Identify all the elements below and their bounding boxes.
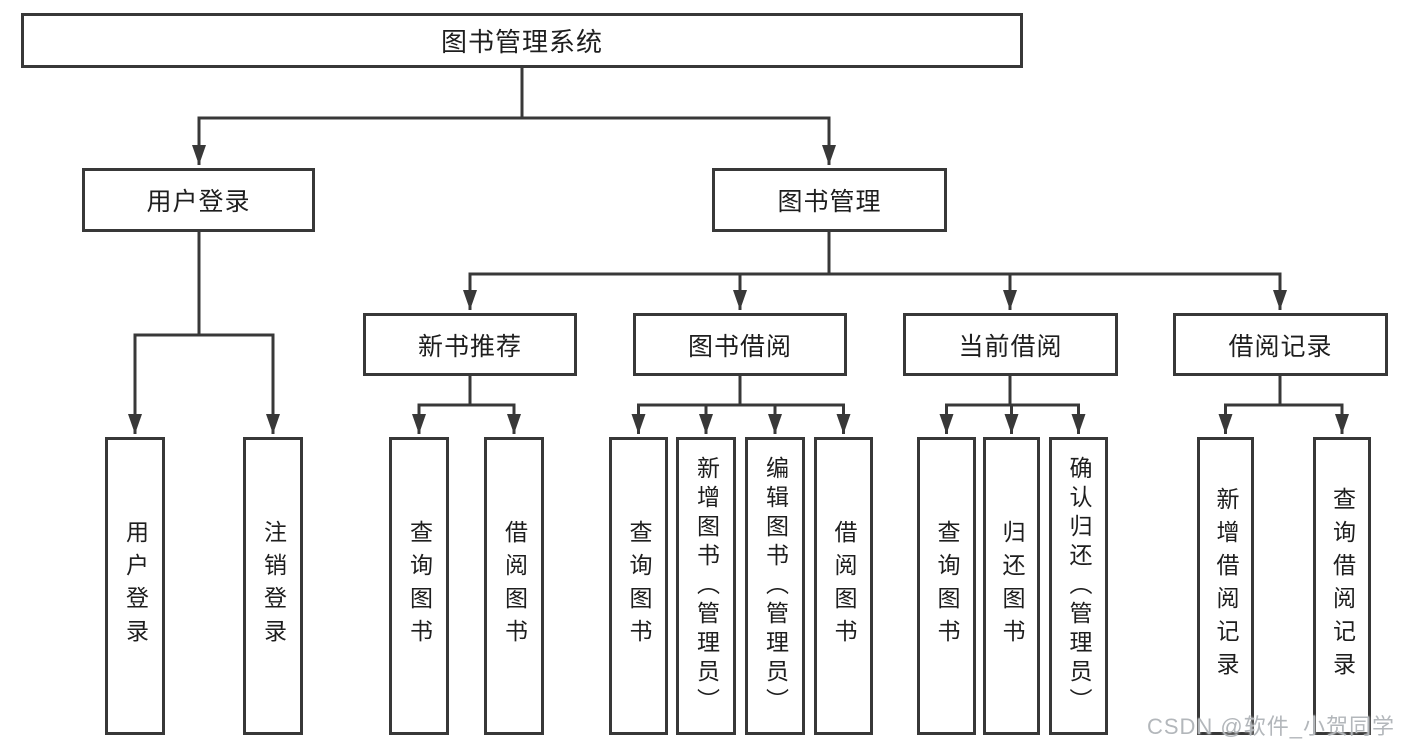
leaf-query-books-recommend: 查询图书 xyxy=(389,437,449,735)
node-label: 用户登录 xyxy=(146,188,251,216)
leaf-label: 新增借阅记录 xyxy=(1213,487,1239,685)
leaf-borrow-books-borrowing: 借阅图书 xyxy=(814,437,873,735)
node-label: 图书借阅 xyxy=(687,332,792,361)
leaf-label: 借阅图书 xyxy=(831,520,857,652)
leaf-label: 借阅图书 xyxy=(501,520,528,652)
leaf-borrow-books-recommend: 借阅图书 xyxy=(484,437,544,735)
leaf-query-borrow-record: 查询借阅记录 xyxy=(1313,437,1371,735)
node-label: 新书推荐 xyxy=(417,332,522,361)
leaf-label: 确认归还（管理员） xyxy=(1066,455,1092,717)
leaf-label: 查询图书 xyxy=(626,520,652,652)
leaf-return-book: 归还图书 xyxy=(983,437,1040,735)
leaf-add-book-admin: 新增图书（管理员） xyxy=(676,437,736,735)
leaf-label: 查询图书 xyxy=(934,520,960,652)
node-label: 图书管理系统 xyxy=(440,27,603,57)
leaf-label: 查询图书 xyxy=(406,520,433,652)
leaf-query-books-borrowing: 查询图书 xyxy=(609,437,668,735)
leaf-label: 编辑图书（管理员） xyxy=(762,455,789,717)
leaf-label: 用户登录 xyxy=(122,520,149,652)
node-label: 当前借阅 xyxy=(958,332,1063,361)
leaf-user-login: 用户登录 xyxy=(105,437,165,735)
node-borrowing-records: 借阅记录 xyxy=(1173,313,1388,376)
leaf-edit-book-admin: 编辑图书（管理员） xyxy=(745,437,805,735)
leaf-logout: 注销登录 xyxy=(243,437,303,735)
leaf-label: 注销登录 xyxy=(260,520,287,652)
node-current-borrowing: 当前借阅 xyxy=(903,313,1118,376)
leaf-label: 查询借阅记录 xyxy=(1329,487,1356,685)
node-label: 借阅记录 xyxy=(1228,332,1333,361)
node-label: 图书管理 xyxy=(777,188,882,216)
leaf-confirm-return-admin: 确认归还（管理员） xyxy=(1049,437,1108,735)
node-new-book-recommendation: 新书推荐 xyxy=(363,313,577,376)
leaf-query-books-current: 查询图书 xyxy=(917,437,976,735)
leaf-label: 新增图书（管理员） xyxy=(693,455,720,717)
node-user-login: 用户登录 xyxy=(82,168,315,232)
node-book-management: 图书管理 xyxy=(712,168,947,232)
leaf-add-borrow-record: 新增借阅记录 xyxy=(1197,437,1254,735)
node-book-borrowing: 图书借阅 xyxy=(633,313,847,376)
watermark: CSDN @软件_小贺同学 xyxy=(1146,714,1395,739)
leaf-label: 归还图书 xyxy=(999,520,1025,652)
node-library-system-root: 图书管理系统 xyxy=(21,13,1023,68)
